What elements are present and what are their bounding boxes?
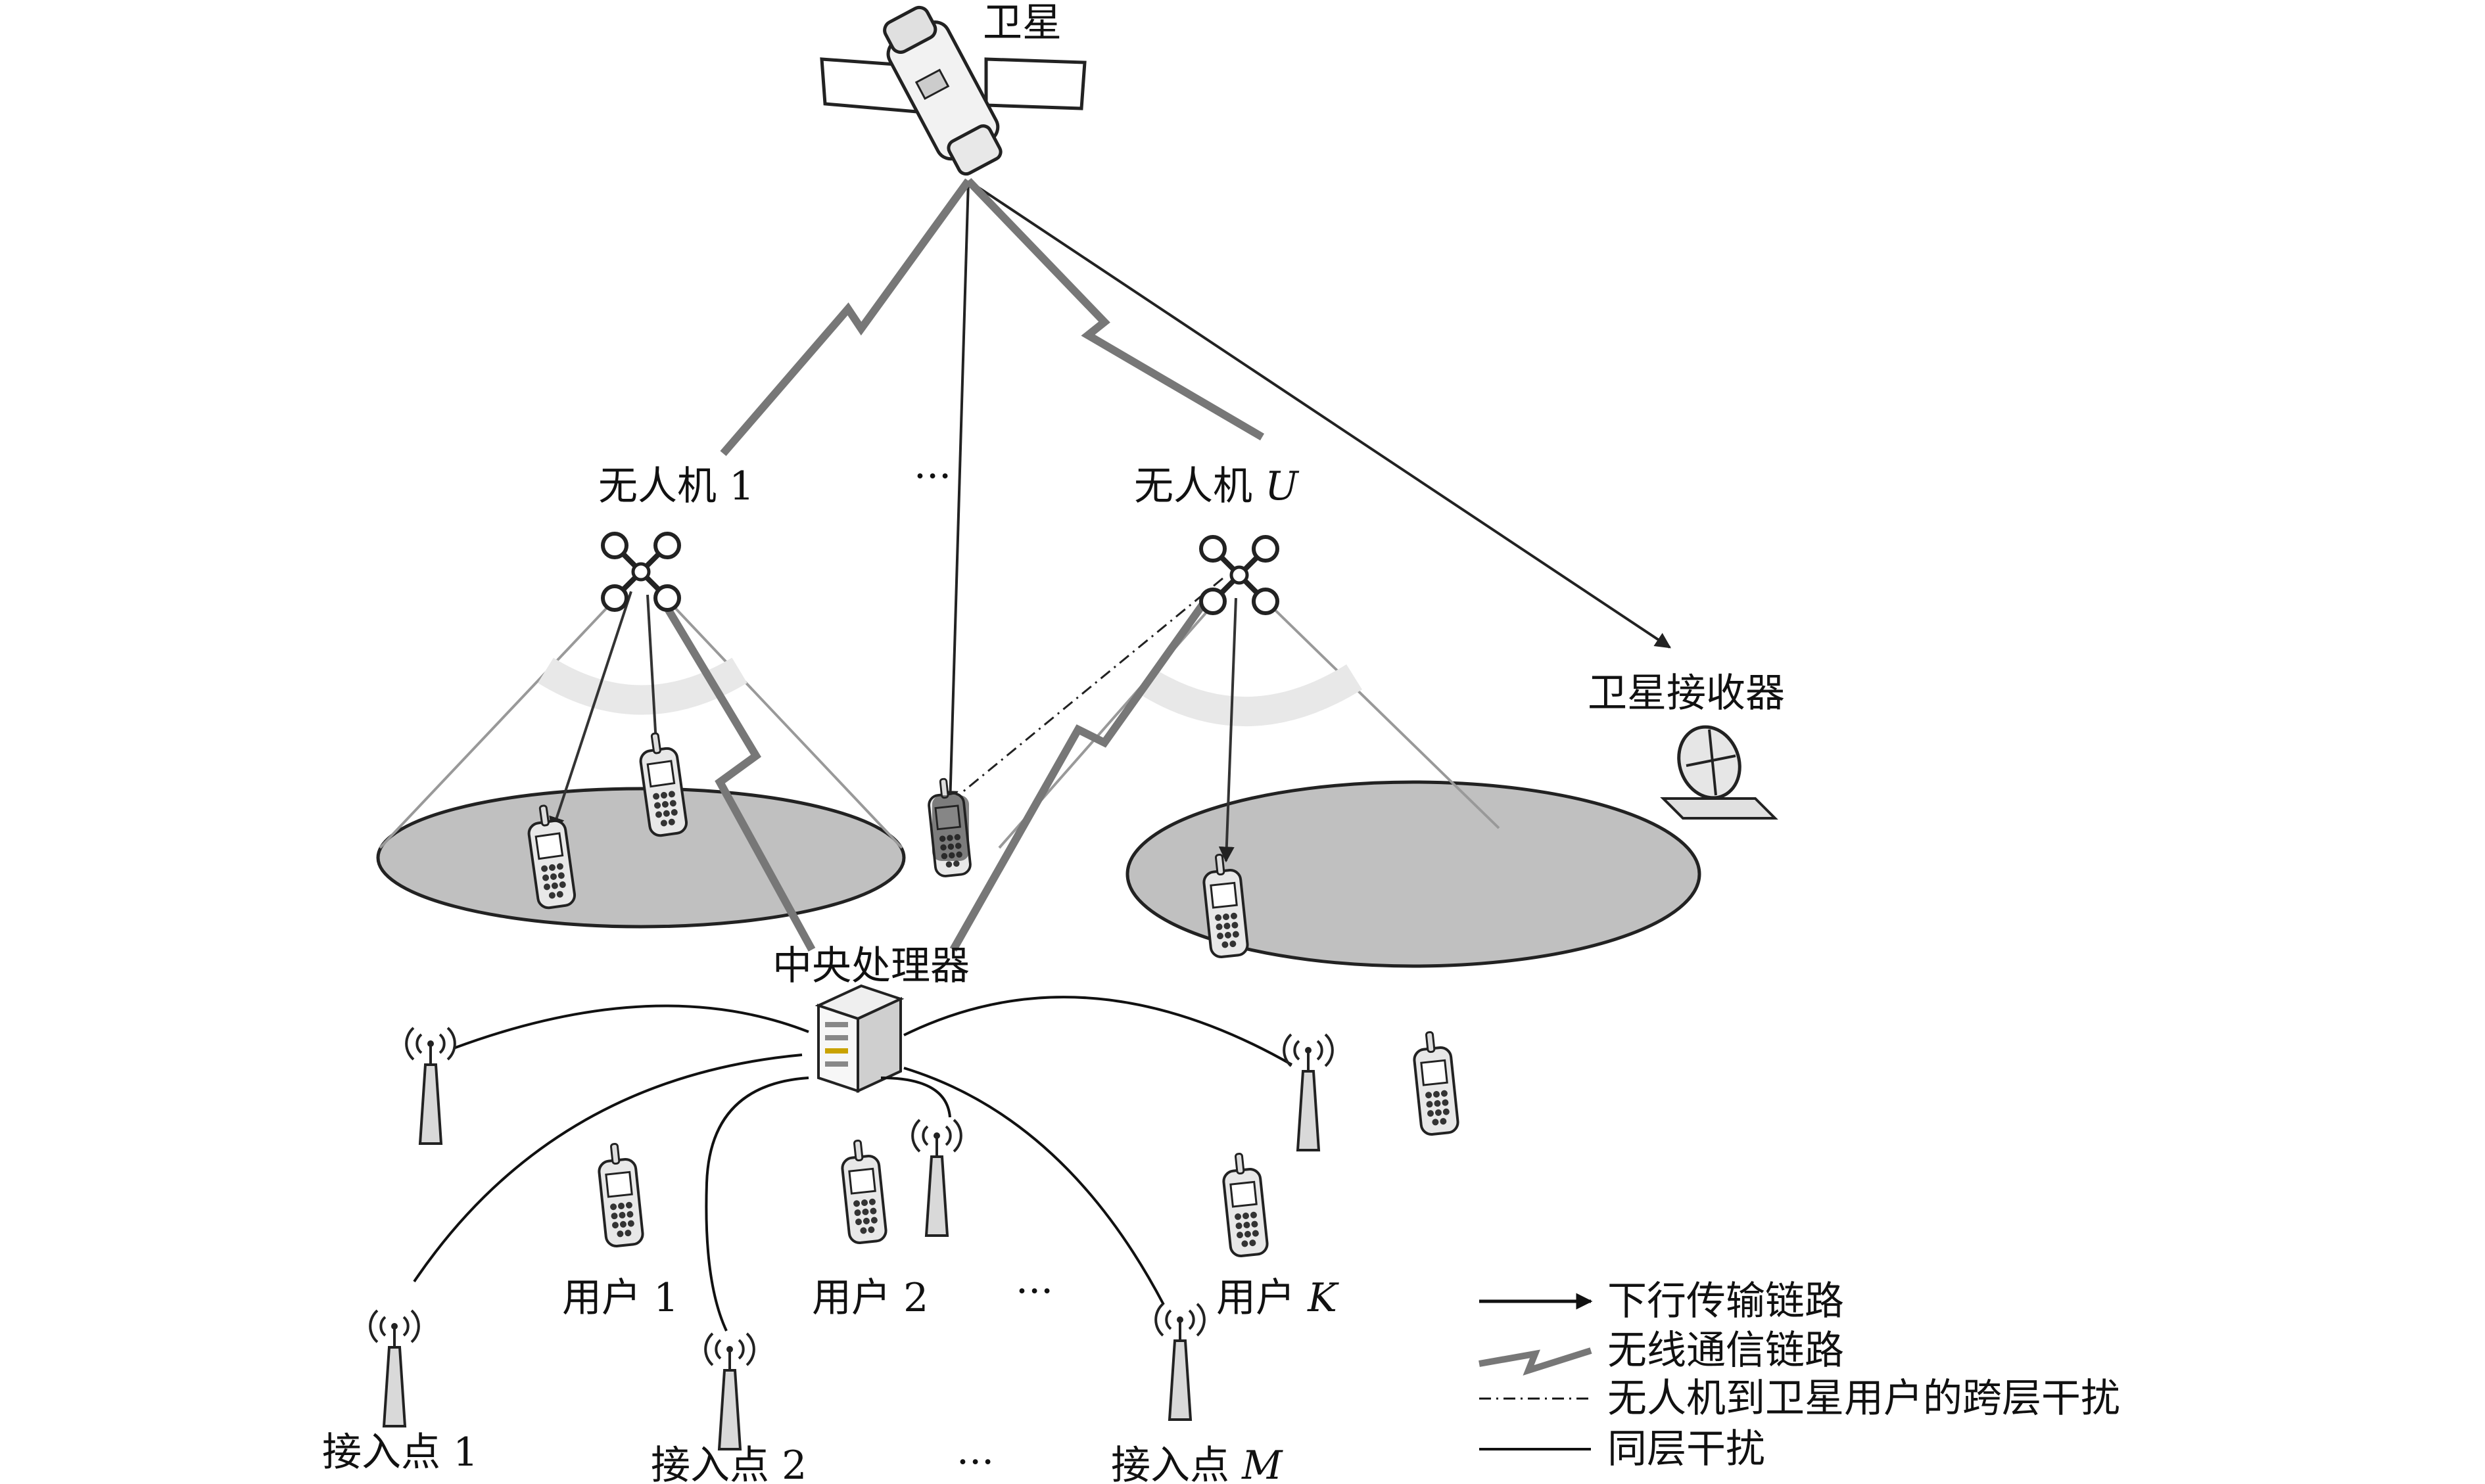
satellite-user-phone — [925, 776, 973, 879]
satellite-dish-icon — [1660, 725, 1778, 820]
central-processor-label: 中央处理器 — [772, 943, 970, 989]
ap-1-label: 接入点 1 — [322, 1429, 478, 1475]
wire-cpu-ap-m — [903, 1067, 1165, 1305]
uav-u-drone-icon — [1201, 537, 1277, 613]
ap-1-antenna-icon — [369, 1309, 420, 1427]
legend-cross-layer-label: 无人机到卫星用户的跨层干扰 — [1607, 1376, 2120, 1422]
downlink-sat-to-receiver — [967, 179, 1671, 649]
wire-cpu-ap-2 — [705, 1077, 809, 1332]
downlink-uav1-user-a — [549, 591, 632, 833]
user-2-label: 用户 2 — [812, 1275, 928, 1321]
wireless-link-uavu-cpu — [949, 592, 1213, 952]
wireless-link-sat-uavu — [965, 177, 1265, 441]
legend-downlink-label: 下行传输链路 — [1607, 1278, 1844, 1324]
ap-m-antenna-icon — [1154, 1303, 1206, 1421]
user-k-label: 用户 K — [1216, 1275, 1339, 1321]
legend-same-layer-label: 同层干扰 — [1607, 1426, 1765, 1472]
satellite-icon — [820, 5, 1087, 176]
server-icon — [815, 984, 905, 1094]
ap-2-label: 接入点 2 — [651, 1443, 807, 1484]
downlink-uavu-user — [1218, 597, 1237, 863]
user-ellipsis: ··· — [1016, 1268, 1053, 1314]
ap-mid-antenna-icon — [911, 1119, 962, 1237]
uav-u-coverage — [998, 574, 1701, 968]
user-1-label: 用户 1 — [562, 1275, 678, 1321]
legend-wireless-symbol — [1479, 1347, 1592, 1376]
wireless-link-uav1-cpu — [653, 589, 816, 952]
uav-1-label: 无人机 1 — [598, 463, 754, 509]
wire-cpu-ap-right-top — [903, 996, 1292, 1066]
downlink-sat-to-ground-user — [942, 180, 970, 807]
user-k-phone — [1219, 1150, 1270, 1259]
uav-1-drone-icon — [603, 534, 679, 610]
wire-cpu-ap-1 — [413, 1054, 803, 1283]
ap-m-label: 接入点 M — [1111, 1443, 1283, 1484]
uav-u-label: 无人机 U — [1134, 463, 1300, 509]
cross-layer-interference — [946, 577, 1223, 806]
satellite-receiver-label: 卫星接收器 — [1588, 670, 1785, 716]
user-1-phone — [595, 1140, 646, 1249]
ap-ellipsis: ··· — [957, 1439, 994, 1484]
uav-ellipsis: ··· — [914, 453, 951, 499]
wire-cpu-ap-mid — [880, 1077, 951, 1118]
ap-left-top-antenna-icon — [405, 1027, 456, 1145]
satellite-label: 卫星 — [983, 0, 1062, 46]
legend-wireless-label: 无线通信链路 — [1607, 1328, 1844, 1374]
uav-1-coverage — [376, 570, 906, 929]
wireless-link-sat-uav1 — [720, 178, 972, 456]
ap-2-antenna-icon — [704, 1332, 755, 1450]
ap-right-top-antenna-icon — [1283, 1033, 1334, 1151]
user-2-phone — [838, 1137, 889, 1245]
wire-cpu-ap-left-top — [453, 1004, 809, 1050]
legend: 下行传输链路 无线通信链路 无人机到卫星用户的跨层干扰 同层干扰 — [1479, 1278, 2120, 1472]
user-extra-phone — [1410, 1029, 1461, 1137]
